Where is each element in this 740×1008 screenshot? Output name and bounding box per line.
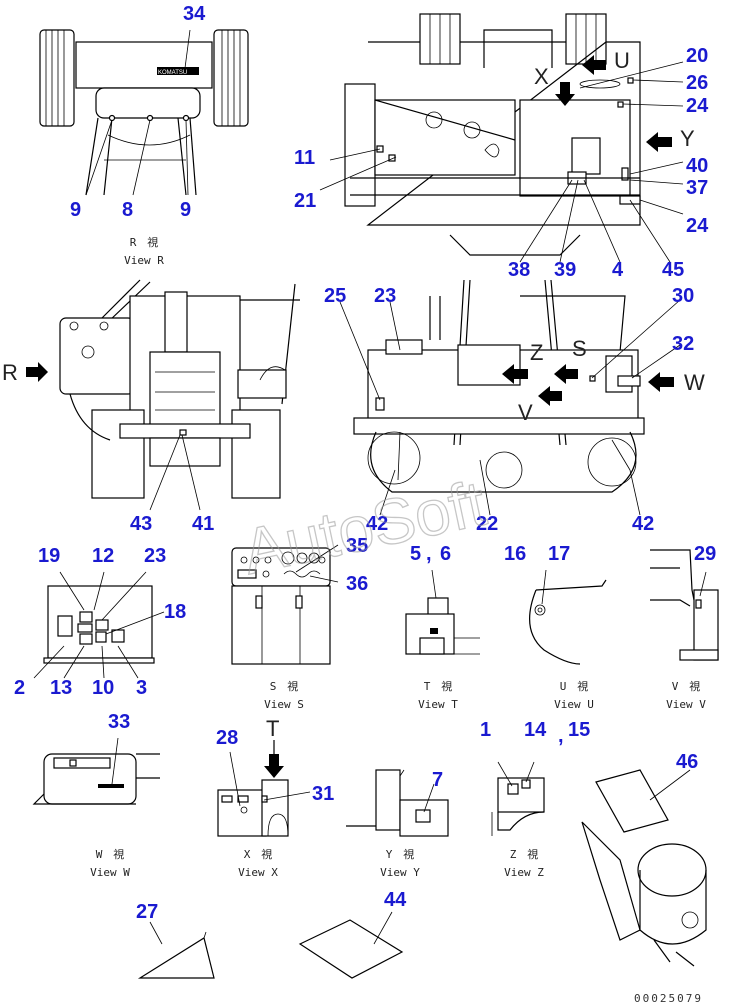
view-x-caption: View X bbox=[238, 866, 278, 879]
view-y-drawing bbox=[346, 769, 449, 837]
view-u-caption-jp: U 視 bbox=[560, 679, 589, 693]
view-w-drawing bbox=[32, 737, 160, 805]
callout-39: 39 bbox=[554, 259, 576, 281]
callout-19: 19 bbox=[38, 545, 60, 567]
callout-16: 16 bbox=[504, 543, 526, 565]
view-x-drawing bbox=[217, 740, 311, 837]
callout-23: 23 bbox=[374, 285, 396, 307]
callout-30: 30 bbox=[672, 285, 694, 307]
callout-12: 12 bbox=[92, 545, 114, 567]
middle-left-view-drawing bbox=[26, 279, 300, 511]
view-z-caption: View Z bbox=[504, 866, 544, 879]
small-view-panel-drawing bbox=[33, 571, 165, 679]
view-r-drawing: KOMATSU bbox=[39, 29, 249, 196]
callout-22: 22 bbox=[476, 513, 498, 535]
brand-label: KOMATSU bbox=[158, 70, 187, 76]
view-s-drawing bbox=[231, 544, 339, 665]
view-t-caption: View T bbox=[418, 698, 458, 711]
view-letter-x: X bbox=[534, 64, 549, 89]
comma-5-6: , bbox=[426, 543, 432, 565]
callout-20: 20 bbox=[686, 45, 708, 67]
callout-45: 45 bbox=[662, 259, 684, 281]
callout-8: 8 bbox=[122, 199, 133, 221]
view-letter-s: S bbox=[572, 336, 587, 361]
view-y-caption-jp: Y 視 bbox=[386, 847, 415, 861]
callout-44: 44 bbox=[384, 889, 407, 911]
callout-26: 26 bbox=[686, 72, 708, 94]
view-s-caption: View S bbox=[264, 698, 304, 711]
callout-42: 42 bbox=[632, 513, 654, 535]
view-x-caption-jp: X 視 bbox=[244, 847, 273, 861]
callout-41: 41 bbox=[192, 513, 214, 535]
callout-15: 15 bbox=[568, 719, 590, 741]
callout-9: 9 bbox=[180, 199, 191, 221]
callout-29: 29 bbox=[694, 543, 716, 565]
comma-14-15: , bbox=[558, 725, 564, 747]
view-u-caption: View U bbox=[554, 698, 594, 711]
view-v-drawing bbox=[650, 549, 719, 661]
view-w-caption-jp: W 視 bbox=[96, 847, 125, 861]
view-s-caption-jp: S 視 bbox=[270, 679, 299, 693]
callout-7: 7 bbox=[432, 769, 443, 791]
callout-33: 33 bbox=[108, 711, 130, 733]
part-44-drawing bbox=[298, 911, 404, 979]
callout-3: 3 bbox=[136, 677, 147, 699]
callout-14: 14 bbox=[524, 719, 547, 741]
view-letter-r: R bbox=[2, 360, 18, 385]
part-27-drawing bbox=[137, 921, 215, 979]
view-letter-u: U bbox=[614, 48, 630, 73]
view-u-drawing bbox=[529, 569, 607, 665]
callout-18: 18 bbox=[164, 601, 186, 623]
callout-37: 37 bbox=[686, 177, 708, 199]
callout-24: 24 bbox=[686, 215, 709, 237]
callout-46: 46 bbox=[676, 751, 698, 773]
callout-10: 10 bbox=[92, 677, 114, 699]
view-t-caption-jp: T 視 bbox=[424, 679, 453, 693]
callout-5: 5 bbox=[410, 543, 421, 565]
callout-13: 13 bbox=[50, 677, 72, 699]
callout-4: 4 bbox=[612, 259, 624, 281]
callout-23: 23 bbox=[144, 545, 166, 567]
view-y-caption: View Y bbox=[380, 866, 420, 879]
callout-17: 17 bbox=[548, 543, 570, 565]
callout-28: 28 bbox=[216, 727, 238, 749]
view-letter-t: T bbox=[266, 716, 279, 741]
callout-24: 24 bbox=[686, 95, 709, 117]
callout-31: 31 bbox=[312, 783, 334, 805]
view-v-caption: View V bbox=[666, 698, 706, 711]
top-right-view-drawing bbox=[319, 13, 684, 263]
callout-21: 21 bbox=[294, 190, 316, 212]
view-r-caption-jp: R 視 bbox=[130, 235, 159, 249]
view-letter-w: W bbox=[684, 370, 705, 395]
callout-27: 27 bbox=[136, 901, 158, 923]
callout-2: 2 bbox=[14, 677, 25, 699]
reference-code: 00025079 bbox=[634, 992, 703, 1005]
callout-11: 11 bbox=[294, 147, 315, 169]
view-z-drawing bbox=[491, 761, 545, 836]
view-r-caption: View R bbox=[124, 254, 164, 267]
view-t-drawing bbox=[405, 569, 480, 655]
callout-9: 9 bbox=[70, 199, 81, 221]
callout-40: 40 bbox=[686, 155, 708, 177]
part-46-drawing bbox=[581, 769, 707, 967]
view-v-caption-jp: V 視 bbox=[672, 679, 701, 693]
view-z-caption-jp: Z 視 bbox=[510, 847, 539, 861]
callout-34: 34 bbox=[183, 3, 206, 25]
callout-43: 43 bbox=[130, 513, 152, 535]
callout-32: 32 bbox=[672, 333, 694, 355]
callout-1: 1 bbox=[480, 719, 491, 741]
callout-36: 36 bbox=[346, 573, 368, 595]
callout-35: 35 bbox=[346, 535, 368, 557]
middle-right-view-drawing bbox=[339, 279, 681, 516]
view-letter-v: V bbox=[518, 400, 533, 425]
view-letter-z: Z bbox=[530, 340, 543, 365]
callout-42: 42 bbox=[366, 513, 388, 535]
view-w-caption: View W bbox=[90, 866, 130, 879]
callout-25: 25 bbox=[324, 285, 346, 307]
callout-6: 6 bbox=[440, 543, 451, 565]
view-letter-y: Y bbox=[680, 126, 695, 151]
callout-38: 38 bbox=[508, 259, 530, 281]
